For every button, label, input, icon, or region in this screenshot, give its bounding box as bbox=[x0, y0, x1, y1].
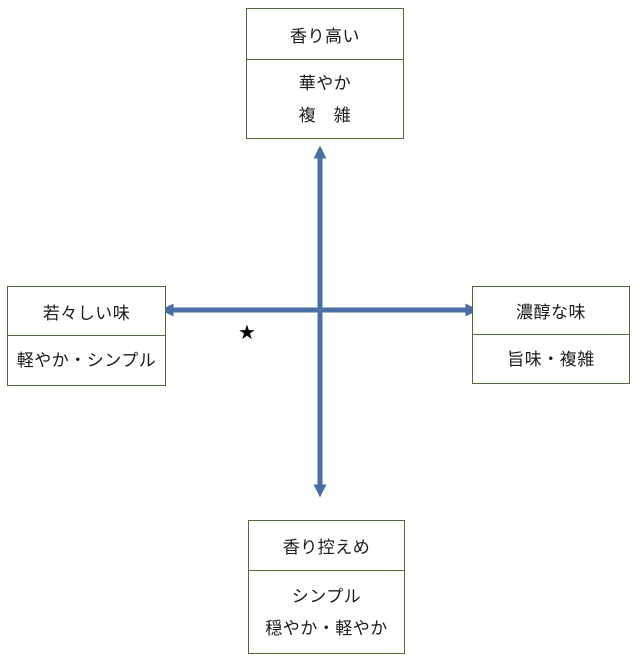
star-icon: ★ bbox=[238, 320, 256, 344]
box-right-line-1: 旨味・複雑 bbox=[507, 349, 595, 370]
quadrant-box-left: 若々しい味 軽やか・シンプル bbox=[7, 286, 166, 386]
box-left-line-1: 軽やか・シンプル bbox=[16, 351, 157, 371]
box-right-body: 旨味・複雑 bbox=[473, 335, 629, 384]
quadrant-box-right: 濃醇な味 旨味・複雑 bbox=[472, 286, 630, 384]
box-top-line-1: 華やか bbox=[298, 73, 352, 94]
box-top-line-2: 複 雑 bbox=[298, 105, 352, 126]
box-bottom-line-2: 穏やか・軽やか bbox=[265, 618, 388, 639]
quadrant-box-top: 香り高い 華やか 複 雑 bbox=[246, 8, 404, 139]
box-right-title: 濃醇な味 bbox=[473, 287, 629, 335]
quadrant-box-bottom: 香り控えめ シンプル 穏やか・軽やか bbox=[248, 520, 405, 654]
box-bottom-line-1: シンプル bbox=[291, 586, 362, 607]
box-top-body: 華やか 複 雑 bbox=[247, 60, 403, 139]
box-bottom-title: 香り控えめ bbox=[249, 521, 404, 571]
box-left-title: 若々しい味 bbox=[8, 287, 165, 336]
box-top-title: 香り高い bbox=[247, 9, 403, 60]
box-bottom-body: シンプル 穏やか・軽やか bbox=[249, 571, 404, 654]
box-left-body: 軽やか・シンプル bbox=[8, 336, 165, 386]
